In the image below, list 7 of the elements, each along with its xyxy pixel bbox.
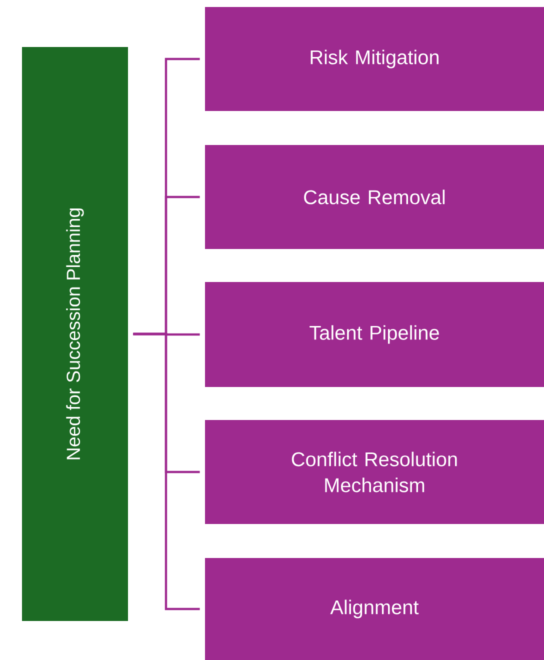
item-box: Cause Removal bbox=[205, 145, 544, 249]
connector-line bbox=[133, 332, 200, 610]
item-box: Talent Pipeline bbox=[205, 282, 544, 387]
item-box: Alignment bbox=[205, 558, 544, 660]
item-box: Risk Mitigation bbox=[205, 7, 544, 111]
side-box: Need for Succession Planning bbox=[22, 47, 128, 621]
item-box: Conflict Resolution Mechanism bbox=[205, 420, 544, 524]
